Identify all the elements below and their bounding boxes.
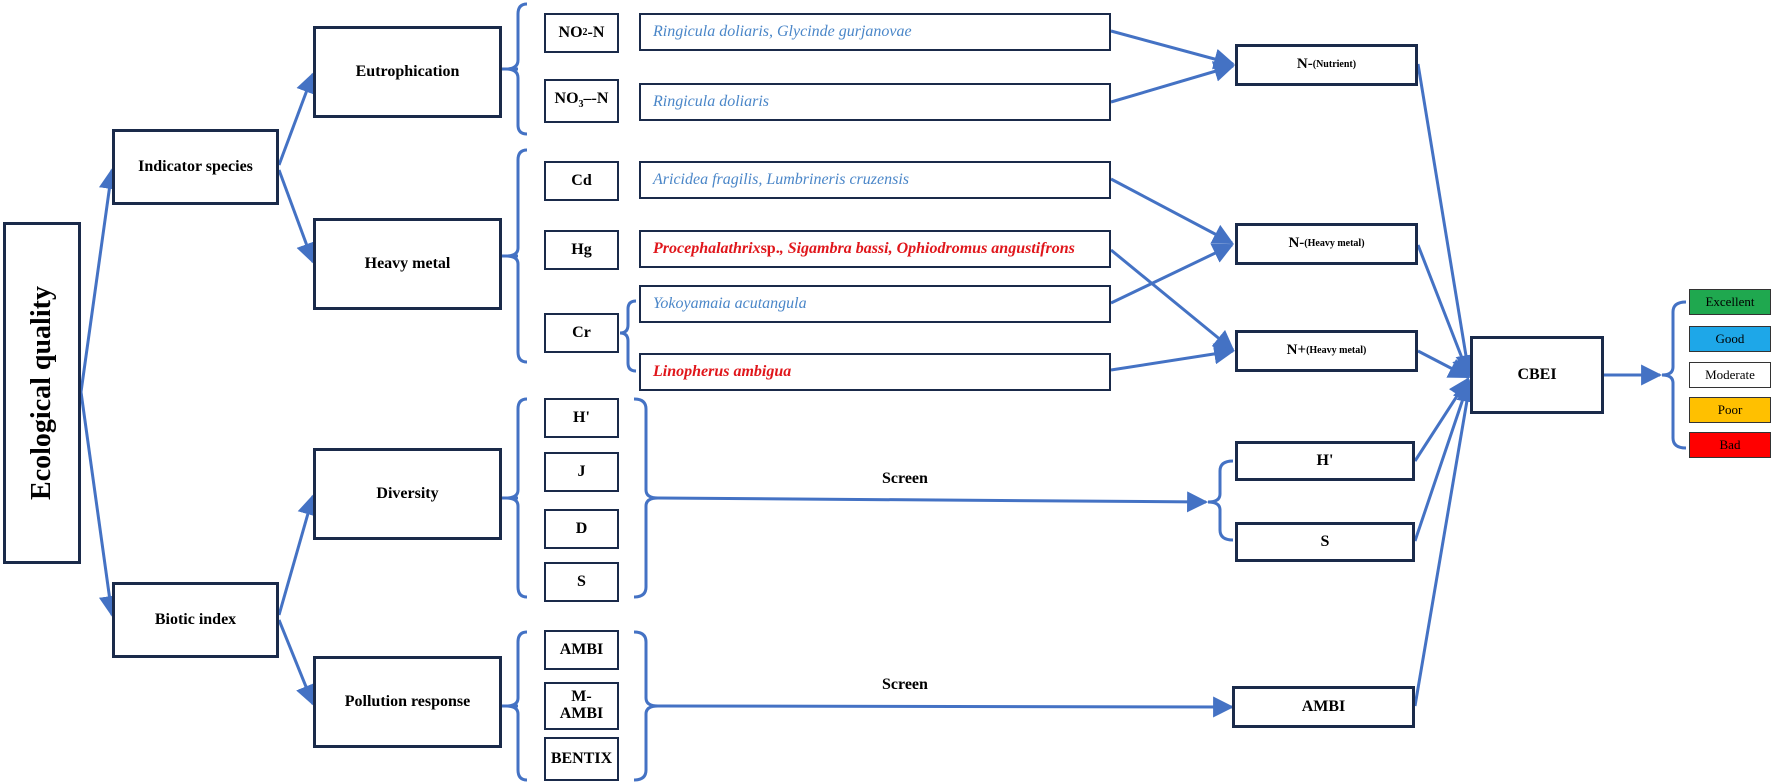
legend-good: Good bbox=[1689, 326, 1771, 352]
arrow-nminus-cbei bbox=[1416, 244, 1472, 378]
arrow-biotic-diversity bbox=[277, 493, 318, 616]
bracket-cr bbox=[619, 299, 637, 373]
pollution-response-box: Pollution response bbox=[313, 656, 502, 748]
heavy-metal-box: Heavy metal bbox=[313, 218, 502, 310]
bracket-pollution-out bbox=[633, 630, 659, 782]
arrow-root-biotic bbox=[79, 391, 120, 618]
bracket-diversity-out bbox=[633, 397, 659, 599]
species-no3: Ringicula doliaris bbox=[639, 83, 1111, 121]
ecological-quality-box: Ecological quality bbox=[3, 222, 81, 564]
bracket-legend bbox=[1661, 300, 1687, 450]
arrow-indicator-heavy bbox=[277, 169, 317, 264]
arrow-crl-nplus bbox=[1110, 343, 1236, 372]
arrow-cry-nminus bbox=[1110, 243, 1234, 305]
species-cd: Aricidea fragilis, Lumbrineris cruzensis bbox=[639, 161, 1111, 199]
arrow-nplus-cbei bbox=[1417, 349, 1470, 379]
screen-label-diversity: Screen bbox=[882, 470, 928, 487]
param-no3: NO3–-N bbox=[544, 79, 619, 123]
param-hg: Hg bbox=[544, 230, 619, 270]
param-cd: Cd bbox=[544, 161, 619, 201]
metric-s: S bbox=[1235, 522, 1415, 562]
arrow-no2-nutrient bbox=[1110, 29, 1236, 70]
arrow-cd-nminus bbox=[1110, 177, 1234, 245]
metric-n-plus-heavy-metal: N+(Heavy metal) bbox=[1235, 330, 1418, 372]
species-cr-yokoyamaia: Yokoyamaia acutangula bbox=[639, 285, 1111, 323]
param-ambi: AMBI bbox=[544, 630, 619, 670]
arrow-screen-diversity bbox=[657, 491, 1209, 513]
legend-excellent: Excellent bbox=[1689, 289, 1771, 315]
param-bentix: BENTIX bbox=[544, 737, 619, 781]
metric-n-minus-heavy-metal: N-(Heavy metal) bbox=[1235, 223, 1418, 265]
arrow-root-indicator bbox=[79, 167, 120, 393]
legend-bad: Bad bbox=[1689, 432, 1771, 458]
bracket-screen-diversity bbox=[1207, 459, 1234, 542]
ecological-quality-label: Ecological quality bbox=[26, 286, 57, 500]
diversity-box: Diversity bbox=[313, 448, 502, 540]
arrow-biotic-pollution bbox=[277, 619, 316, 706]
param-h: H' bbox=[544, 398, 619, 438]
screen-label-pollution: Screen bbox=[882, 676, 928, 693]
legend-poor: Poor bbox=[1689, 397, 1771, 423]
arrow-no3-nutrient bbox=[1110, 61, 1236, 104]
arrow-screen-pollution bbox=[657, 696, 1235, 718]
species-cr-linopherus: Linopherus ambigua bbox=[639, 353, 1111, 391]
param-d: D bbox=[544, 509, 619, 549]
arrow-nutrient-cbei bbox=[1416, 63, 1477, 377]
param-s: S bbox=[544, 562, 619, 602]
eutrophication-box: Eutrophication bbox=[313, 26, 502, 118]
species-no2: Ringicula doliaris, Glycinde gurjanovae bbox=[639, 13, 1111, 51]
indicator-species-box: Indicator species bbox=[112, 129, 279, 205]
metric-ambi: AMBI bbox=[1232, 686, 1415, 728]
param-cr: Cr bbox=[544, 313, 619, 353]
arrow-ambi-cbei bbox=[1413, 380, 1478, 707]
legend-moderate: Moderate bbox=[1689, 362, 1771, 388]
species-hg: Procephalathrix sp., Sigambra bassi, Oph… bbox=[639, 230, 1111, 268]
metric-n-nutrient: N-(Nutrient) bbox=[1235, 44, 1418, 86]
metric-h: H' bbox=[1235, 441, 1415, 481]
arrow-indicator-eutro bbox=[277, 72, 317, 166]
arrow-hg-nplus bbox=[1110, 248, 1235, 352]
biotic-index-box: Biotic index bbox=[112, 582, 279, 658]
arrow-s-cbei bbox=[1413, 379, 1473, 542]
param-j: J bbox=[544, 452, 619, 492]
param-mambi: M-AMBI bbox=[544, 682, 619, 730]
cbei-box: CBEI bbox=[1470, 336, 1604, 414]
